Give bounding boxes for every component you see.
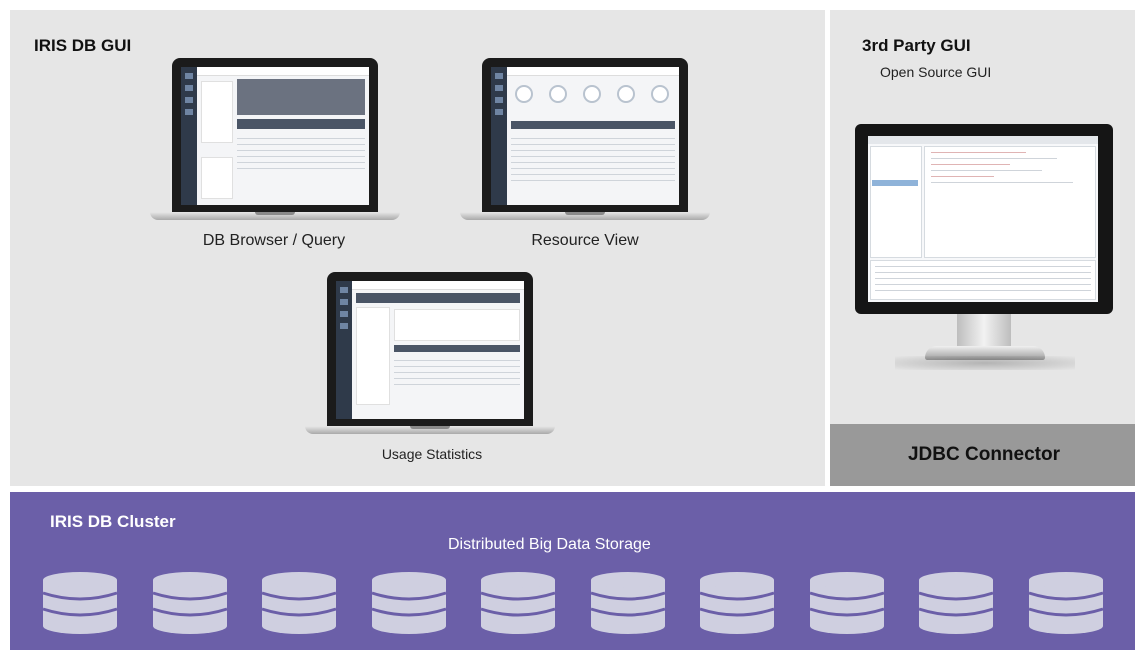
database-icon — [371, 571, 447, 635]
db-browser-screen — [181, 67, 369, 205]
db-browser-caption: DB Browser / Query — [202, 232, 346, 249]
usage-statistics-laptop — [305, 272, 555, 440]
resource-view-screen — [491, 67, 679, 205]
database-icon — [261, 571, 337, 635]
jdbc-connector-panel: JDBC Connector — [830, 424, 1135, 486]
database-icon — [699, 571, 775, 635]
third-party-subtitle: Open Source GUI — [880, 64, 992, 80]
database-icon — [918, 571, 994, 635]
open-source-gui-screen — [868, 136, 1098, 302]
database-icon — [152, 571, 228, 635]
third-party-title: 3rd Party GUI — [862, 36, 971, 55]
resource-view-laptop — [460, 58, 710, 226]
desktop-monitor — [855, 124, 1115, 374]
database-icon — [42, 571, 118, 635]
database-icon-row — [42, 571, 1112, 635]
cluster-title: IRIS DB Cluster — [50, 512, 176, 531]
iris-db-gui-panel: IRIS DB GUI DB Browser / Query — [10, 10, 825, 486]
jdbc-connector-label: JDBC Connector — [907, 444, 1060, 465]
cluster-subtitle: Distributed Big Data Storage — [448, 536, 651, 553]
database-icon — [480, 571, 556, 635]
gui-panel-title: IRIS DB GUI — [34, 36, 132, 55]
usage-statistics-caption: Usage Statistics — [381, 446, 483, 462]
db-browser-laptop — [150, 58, 400, 226]
resource-view-caption: Resource View — [531, 232, 639, 249]
database-icon — [1028, 571, 1104, 635]
database-icon — [809, 571, 885, 635]
database-icon — [590, 571, 666, 635]
usage-statistics-screen — [336, 281, 524, 419]
